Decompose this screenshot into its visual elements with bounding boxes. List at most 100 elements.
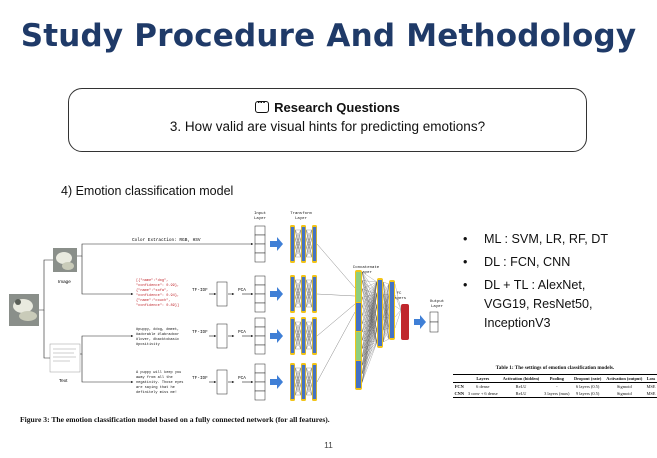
flow-arrow [270, 287, 283, 301]
network-connection [383, 339, 389, 342]
svg-text:definitely miss me!: definitely miss me! [136, 390, 177, 395]
table-cell: ReLU [500, 390, 542, 398]
network-connection [317, 304, 355, 336]
network-connection [395, 310, 401, 328]
image-thumbnail [53, 248, 77, 272]
input-layer-cell [255, 303, 265, 312]
neural-network [255, 225, 438, 401]
research-questions-title: Research Questions [274, 100, 400, 115]
svg-text:#positivity: #positivity [136, 342, 161, 347]
slide-title: Study Procedure And Methodology [0, 18, 657, 54]
pca-label: PCA [238, 376, 246, 381]
input-layer-cell [255, 373, 265, 382]
input-layer-cell [255, 294, 265, 303]
model-diagram: Image Text Color Extraction: RGB, HSV [{… [6, 206, 453, 414]
hashtag-snippet: #puppy, #dog, #meet, #adorable #labradoo… [136, 327, 179, 347]
caption-snippet: A puppy will keep you away from all the … [136, 370, 183, 395]
table-header-cell: Layers [466, 375, 501, 383]
svg-text:{"name":"couch",: {"name":"couch", [136, 298, 171, 303]
input-layer-cell [255, 226, 265, 235]
figure-caption: Figure 3: The emotion classification mod… [20, 415, 460, 424]
bullet-continuation: VGG19, ResNet50, [458, 295, 654, 314]
table-cell: MSE [645, 383, 657, 391]
table-cell: ReLU [500, 383, 542, 391]
svg-text:A puppy will keep you: A puppy will keep you [136, 370, 181, 375]
transform-node-core [302, 227, 305, 261]
table-header-row: Layers Activation (hidden) Pooling Dropo… [453, 375, 657, 383]
svg-text:#puppy, #dog, #meet,: #puppy, #dog, #meet, [136, 327, 179, 332]
concatenate-segment [356, 361, 361, 388]
table-cell: CNN [453, 390, 466, 398]
table-cell: 3 layers (max) [542, 390, 572, 398]
tfidf-label: TF-IDF [192, 376, 208, 381]
input-photo [9, 294, 39, 326]
bullet-continuation: InceptionV3 [458, 314, 654, 333]
concatenate-layer-label: Concatenate [353, 266, 380, 270]
transform-node-core [313, 227, 316, 261]
input-layer-cell [255, 382, 265, 391]
transform-node-core [291, 227, 294, 261]
tfidf-label: TF-IDF [192, 330, 208, 335]
transform-node-core [313, 277, 316, 311]
table-header-cell [453, 375, 466, 383]
network-connection [362, 281, 377, 283]
transform-node-core [302, 277, 305, 311]
settings-table: Layers Activation (hidden) Pooling Dropo… [453, 374, 657, 398]
transform-layer-label: Transform [290, 211, 312, 216]
input-layer-cell [255, 336, 265, 345]
svg-text:negativity. Those eyes: negativity. Those eyes [136, 380, 183, 385]
transform-node-core [302, 365, 305, 399]
svg-text:#lover, #backtobasic: #lover, #backtobasic [136, 337, 179, 342]
table-row: CNN 3 conv + 6 dense ReLU 3 layers (max)… [453, 390, 657, 398]
transform-node-core [302, 319, 305, 353]
flow-arrow [270, 237, 283, 251]
output-layer-cell [430, 312, 438, 322]
transform-node-core [313, 319, 316, 353]
output-layer-label: Layer [431, 304, 444, 309]
input-layer-label: Layer [254, 216, 267, 221]
table-caption: Table 1: The settings of emotion classif… [455, 365, 655, 371]
input-layer-cell [255, 345, 265, 354]
transform-node-core [291, 319, 294, 353]
flow-arrow [270, 329, 283, 343]
input-layer-cell [255, 253, 265, 262]
network-connection [317, 312, 355, 382]
network-connection [362, 294, 377, 366]
input-layer-label: Input [254, 212, 266, 216]
svg-text:#adorable #labradoor: #adorable #labradoor [136, 332, 179, 337]
transform-node-core [291, 365, 294, 399]
fc-layer-core [378, 280, 382, 346]
fc-layer-core [390, 282, 394, 338]
input-layer-cell [255, 235, 265, 244]
input-layer-cell [255, 327, 265, 336]
concatenate-segment [356, 332, 361, 360]
table-cell: 6 layers (0.5) [572, 383, 604, 391]
table-row: FCN 6 dense ReLU - 6 layers (0.5) Sigmoi… [453, 383, 657, 391]
table-cell: MSE [645, 390, 657, 398]
bullet-item: •ML : SVM, LR, RF, DT [458, 230, 654, 249]
table-cell: FCN [453, 383, 466, 391]
table-header-cell: Activation (output) [604, 375, 645, 383]
pca-label: PCA [238, 288, 246, 293]
input-layer-cell [255, 391, 265, 400]
flow-arrow [414, 315, 426, 329]
svg-text:"confidence": 0.99},: "confidence": 0.99}, [136, 283, 179, 288]
model-heading: 4) Emotion classification model [61, 184, 233, 198]
concatenate-segment [356, 303, 361, 331]
svg-text:are saying that he: are saying that he [136, 385, 175, 390]
table-cell: - [542, 383, 572, 391]
concatenate-segment [356, 272, 361, 302]
input-layer-cell [255, 318, 265, 327]
network-connection [317, 244, 355, 288]
table-header-cell: Dropout (rate) [572, 375, 604, 383]
bullet-item: •DL + TL : AlexNet, [458, 276, 654, 295]
output-layer-cell [430, 322, 438, 332]
transform-node-core [291, 277, 294, 311]
table-header-cell: Activation (hidden) [500, 375, 542, 383]
output-layer-label: Output [430, 300, 444, 304]
table-header-cell: Pooling [542, 375, 572, 383]
svg-text:"confidence": 0.94},: "confidence": 0.94}, [136, 293, 179, 298]
table-header-cell: Loss [645, 375, 657, 383]
text-document-thumbnail [50, 344, 80, 372]
input-layer-cell [255, 364, 265, 373]
